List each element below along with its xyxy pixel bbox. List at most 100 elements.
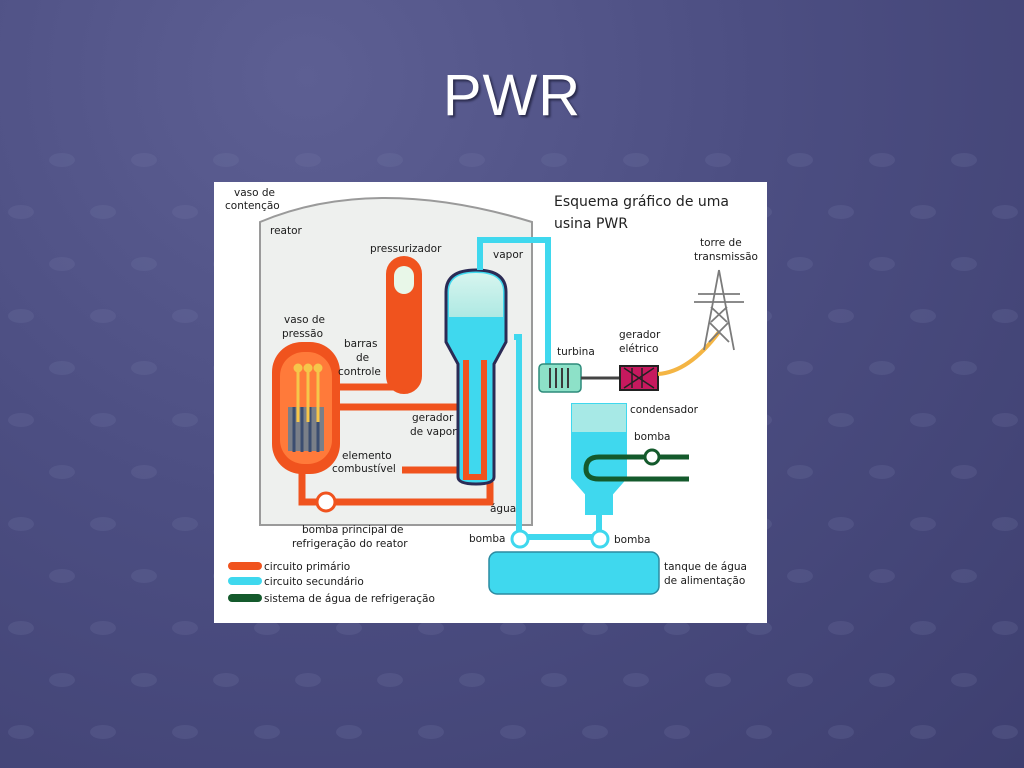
background-dot (664, 621, 690, 635)
background-dot (90, 309, 116, 323)
background-dot (254, 621, 280, 635)
pwr-schematic: Esquema gráfico de uma usina PWR vaso de… (225, 187, 758, 605)
background-dot (992, 309, 1018, 323)
background-dot (951, 153, 977, 167)
background-dot (49, 673, 75, 687)
background-dot (828, 205, 854, 219)
legend: circuito primário circuito secundário si… (228, 561, 435, 605)
background-dot (131, 361, 157, 375)
background-dot (582, 621, 608, 635)
background-dot (418, 725, 444, 739)
background-dot (49, 465, 75, 479)
background-dot (828, 413, 854, 427)
background-dot (910, 309, 936, 323)
background-dot (828, 517, 854, 531)
background-dot (828, 309, 854, 323)
background-dot (623, 673, 649, 687)
background-dot (910, 517, 936, 531)
background-dot (377, 153, 403, 167)
label-steam-generator-2: de vapor (410, 426, 457, 438)
label-tower-1: torre de (700, 237, 742, 249)
feedwater-tank (488, 551, 660, 595)
background-dot (377, 673, 403, 687)
background-dot (459, 153, 485, 167)
background-dot (49, 569, 75, 583)
background-dot (336, 621, 362, 635)
label-main-pump-1: bomba principal de (302, 524, 403, 536)
legend-swatch-primary (228, 562, 262, 570)
label-turbine: turbina (557, 346, 595, 358)
turbine (538, 363, 620, 393)
cooling-water-loop (583, 448, 689, 482)
background-dot (992, 517, 1018, 531)
background-dot (705, 673, 731, 687)
slide-title: PWR (442, 63, 582, 128)
background-dot (336, 725, 362, 739)
background-dot (500, 621, 526, 635)
control-rods (293, 363, 323, 422)
background-dot (172, 517, 198, 531)
feedwater-pump-right (590, 529, 610, 549)
background-dot (172, 413, 198, 427)
label-steam: vapor (493, 249, 524, 261)
legend-swatch-cooling (228, 594, 262, 602)
background-dot (500, 725, 526, 739)
background-dot (49, 153, 75, 167)
label-condenser: condensador (630, 404, 699, 416)
label-condenser-pump: bomba (634, 431, 670, 443)
diagram-header-line2: usina PWR (554, 216, 628, 232)
background-dot (869, 153, 895, 167)
background-dot (172, 205, 198, 219)
background-dot (90, 517, 116, 531)
background-dot (8, 205, 34, 219)
label-main-pump-2: refrigeração do reator (292, 538, 408, 550)
background-dot (131, 569, 157, 583)
background-dot (8, 413, 34, 427)
background-dot (541, 673, 567, 687)
background-dot (992, 621, 1018, 635)
background-dot (8, 309, 34, 323)
background-dot (172, 309, 198, 323)
label-pressure-vessel-2: pressão (282, 328, 323, 340)
background-dot (459, 673, 485, 687)
background-dot (787, 673, 813, 687)
label-water: água (490, 503, 516, 515)
background-dot (49, 257, 75, 271)
background-dot (90, 621, 116, 635)
background-dot (8, 725, 34, 739)
background-dot (910, 725, 936, 739)
background-dot (828, 621, 854, 635)
background-dot (746, 725, 772, 739)
label-electric-generator-1: gerador (619, 329, 661, 341)
background-dot (787, 257, 813, 271)
pressurizer (386, 256, 422, 394)
label-reactor: reator (270, 225, 303, 237)
legend-label-secondary: circuito secundário (264, 576, 364, 588)
steam-generator (444, 268, 508, 486)
background-dot (787, 465, 813, 479)
label-control-rods-3: controle (338, 366, 381, 378)
background-dot (951, 465, 977, 479)
background-dot (910, 621, 936, 635)
feedwater-pump-left (510, 529, 530, 549)
background-dot (869, 465, 895, 479)
label-pump-right: bomba (614, 534, 650, 546)
background-dot (254, 725, 280, 739)
background-dot (787, 153, 813, 167)
background-dot (213, 153, 239, 167)
background-dot (869, 361, 895, 375)
legend-label-cooling: sistema de água de refrigeração (264, 593, 435, 605)
label-fuel-element-2: combustível (332, 463, 396, 475)
label-control-rods-2: de (356, 352, 369, 364)
background-dot (992, 413, 1018, 427)
background-dot (623, 153, 649, 167)
background-dot (869, 569, 895, 583)
background-dot (172, 621, 198, 635)
background-dot (664, 725, 690, 739)
background-dot (295, 673, 321, 687)
legend-label-primary: circuito primário (264, 561, 350, 573)
label-containment-2: contenção (225, 200, 280, 212)
background-dot (8, 517, 34, 531)
background-dot (172, 725, 198, 739)
background-dot (951, 361, 977, 375)
